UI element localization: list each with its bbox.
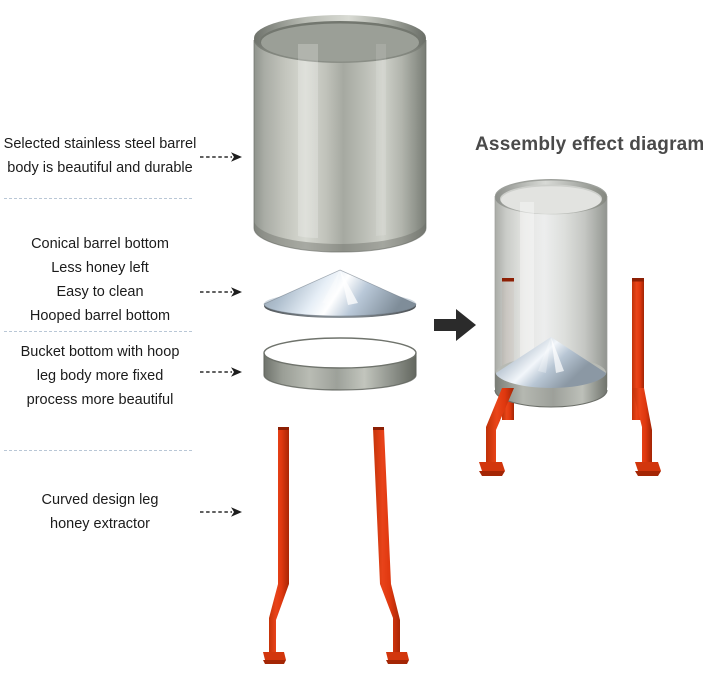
assembly-diagram	[460, 168, 685, 498]
feature-line: Curved design leg	[41, 492, 159, 508]
feature-block-bucket-hoop: Bucket bottom with hoop leg body more fi…	[0, 340, 200, 412]
feature-separator	[4, 331, 192, 332]
feature-line: process more beautiful	[26, 392, 174, 408]
dashed-arrow-right-icon	[199, 285, 245, 299]
feature-separator	[4, 450, 192, 451]
feature-line: body is beautiful and durable	[7, 160, 193, 176]
feature-line: Easy to clean	[56, 284, 144, 300]
arrow-right-icon	[432, 305, 478, 350]
feature-block-conical-bottom: Conical barrel bottom Less honey left Ea…	[0, 232, 200, 328]
feature-block-curved-leg: Curved design leg honey extractor	[0, 488, 200, 536]
dashed-arrow-right-icon	[199, 505, 245, 519]
feature-block-barrel-body: Selected stainless steel barrel body is …	[0, 132, 200, 180]
feature-line: Hooped barrel bottom	[29, 308, 171, 324]
feature-separator	[4, 198, 192, 199]
dashed-arrow-right-icon	[199, 150, 245, 164]
feature-line: leg body more fixed	[36, 368, 164, 384]
part-hoop-ring	[262, 337, 418, 399]
feature-line: Bucket bottom with hoop	[20, 344, 180, 360]
page-title: Assembly effect diagram	[475, 134, 703, 155]
part-barrel-cylinder	[250, 14, 430, 258]
feature-line: Conical barrel bottom	[31, 236, 169, 252]
feature-line: Selected stainless steel barrel	[3, 136, 197, 152]
dashed-arrow-right-icon	[199, 365, 245, 379]
part-legs-pair	[262, 424, 422, 670]
feature-line: honey extractor	[50, 516, 150, 532]
feature-line: Less honey left	[51, 260, 149, 276]
part-cone-bottom	[262, 267, 418, 319]
